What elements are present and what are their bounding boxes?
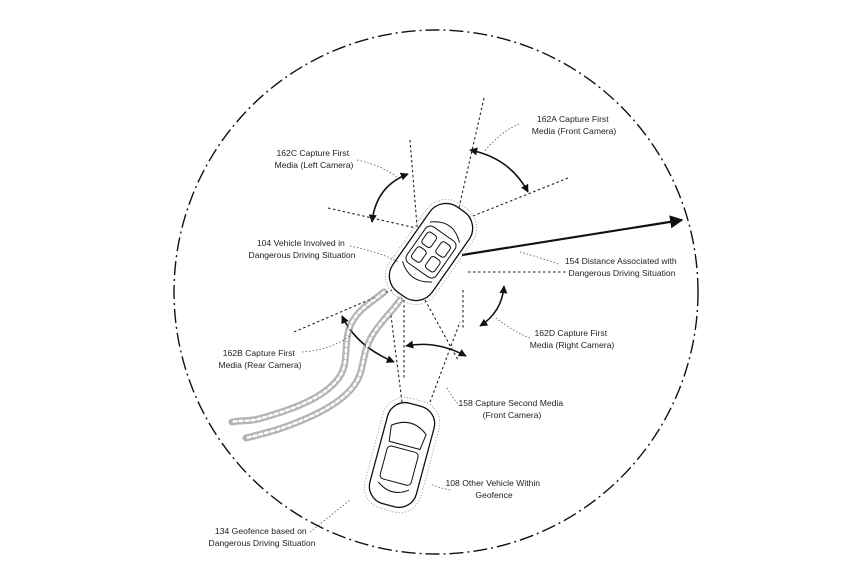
label-other-vehicle: 108 Other Vehicle Within Geofence — [446, 478, 543, 500]
other-vehicle — [363, 396, 441, 514]
skid-marks — [228, 288, 404, 442]
label-vehicle-involved: 104 Vehicle Involved in Dangerous Drivin… — [248, 238, 355, 260]
label-front-camera: 162A Capture First Media (Front Camera) — [532, 114, 617, 136]
geofence-circle — [173, 29, 699, 555]
distance-arrow — [461, 215, 684, 257]
label-second-media: 158 Capture Second Media (Front Camera) — [458, 398, 565, 420]
right-camera-arc — [479, 285, 508, 327]
left-camera-arc — [368, 172, 409, 223]
front-camera-arc — [469, 147, 529, 193]
label-right-camera: 162D Capture First Media (Right Camera) — [530, 328, 615, 350]
leader-lines — [301, 123, 559, 533]
angle-arcs — [341, 147, 529, 363]
vehicle-involved — [384, 198, 478, 306]
second-media-fov-lines — [389, 307, 461, 403]
label-geofence: 134 Geofence based on Dangerous Driving … — [208, 526, 315, 548]
second-media-arc — [405, 340, 467, 357]
rear-camera-arc — [341, 315, 395, 363]
label-rear-camera: 162B Capture First Media (Rear Camera) — [218, 348, 301, 370]
label-left-camera: 162C Capture First Media (Left Camera) — [275, 148, 354, 170]
label-distance: 154 Distance Associated with Dangerous D… — [565, 256, 679, 278]
